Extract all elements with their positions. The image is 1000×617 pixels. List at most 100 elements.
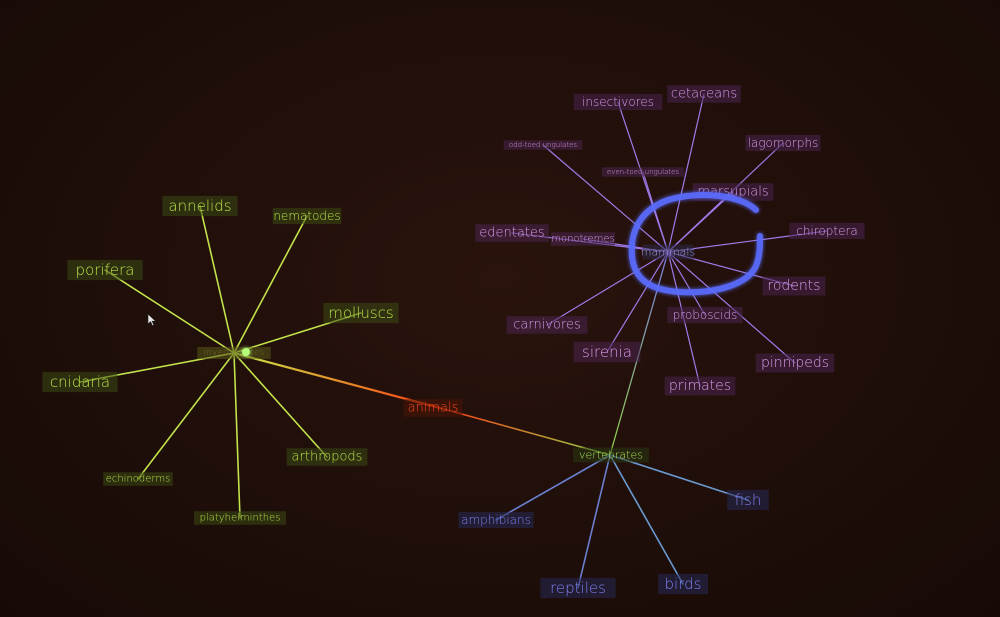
node-insectivores-background (573, 93, 663, 111)
edge-animals-invertebrates (232, 351, 442, 410)
node-chiroptera-background (789, 222, 865, 240)
node-animals[interactable]: animals (403, 399, 463, 417)
node-carnivores-background (506, 316, 588, 334)
node-even-toed-ungulates[interactable]: even-toed ungulates (601, 167, 685, 177)
node-molluscs[interactable]: molluscs (323, 302, 399, 324)
edge-fish (609, 454, 749, 501)
node-porifera-background (67, 259, 143, 281)
edge-reptiles (577, 454, 611, 589)
node-annelids-text: annelids (168, 197, 231, 215)
node-lagomorphs[interactable]: lagomorphs (745, 134, 821, 152)
node-arthropods-text: arthropods (292, 450, 363, 465)
node-amphibians-background (458, 511, 534, 529)
node-arthropods-background (286, 448, 368, 466)
edge-carnivores (546, 251, 669, 326)
graph-nodes: annelids nematodes porifera molluscs cnidari… (42, 85, 865, 599)
node-amphibians-text: amphibians (461, 513, 531, 527)
node-monotremes-background (551, 232, 615, 246)
edge-sirenia (606, 251, 669, 353)
node-echinoderms[interactable]: echinoderms (103, 472, 173, 486)
node-nematodes-text: nematodes (273, 209, 340, 223)
node-echinoderms-background (103, 472, 173, 486)
node-arthropods[interactable]: arthropods (286, 448, 368, 466)
node-pinnipeds-text: pinnipeds (761, 355, 829, 371)
node-odd-toed-ungulates-background (503, 140, 583, 150)
node-platyhelminthes-background (194, 511, 286, 525)
node-molluscs-text: molluscs (328, 304, 394, 322)
node-invertebrates[interactable]: invertebrates (197, 346, 271, 360)
node-cnidaria-background (42, 371, 118, 393)
node-cetaceans[interactable]: cetaceans (667, 85, 741, 103)
node-invertebrates-text: invertebrates (204, 348, 265, 358)
node-platyhelminthes[interactable]: platyhelminthes (194, 511, 286, 525)
node-vertebrates-text: vertebrates (579, 449, 643, 462)
node-sirenia-text: sirenia (582, 343, 632, 361)
edge-porifera (104, 269, 235, 354)
node-pinnipeds-background (755, 353, 835, 373)
edge-amphibians (495, 454, 611, 521)
node-proboscids[interactable]: proboscids (667, 306, 743, 324)
mouse-pointer-icon (147, 313, 157, 326)
node-fish-background (727, 489, 769, 511)
node-even-toed-ungulates-text: even-toed ungulates (607, 168, 680, 176)
node-birds[interactable]: birds (658, 573, 708, 595)
node-reptiles-text: reptiles (550, 579, 606, 597)
node-molluscs-background (323, 302, 399, 324)
selection-dot (242, 348, 250, 356)
node-odd-toed-ungulates[interactable]: odd-toed ungulates (503, 140, 583, 150)
node-fish[interactable]: fish (727, 489, 769, 511)
node-odd-toed-ungulates-text: odd-toed ungulates (509, 141, 577, 149)
node-mammals[interactable]: mammals (641, 244, 695, 260)
edge-even-toed-ungulates (642, 171, 669, 253)
edge-echinoderms (137, 352, 235, 480)
node-vertebrates[interactable]: vertebrates (573, 447, 649, 463)
node-porifera[interactable]: porifera (67, 259, 143, 281)
node-lagomorphs-background (745, 134, 821, 152)
node-carnivores[interactable]: carnivores (506, 316, 588, 334)
node-even-toed-ungulates-background (601, 167, 685, 177)
graph-edges (79, 93, 828, 589)
node-carnivores-text: carnivores (513, 318, 581, 333)
node-cetaceans-text: cetaceans (671, 87, 737, 102)
node-primates-background (664, 376, 736, 396)
edge-animals-vertebrates (439, 407, 611, 456)
node-cnidaria-text: cnidaria (50, 373, 110, 391)
edge-nematodes (233, 215, 308, 354)
node-reptiles[interactable]: reptiles (540, 577, 616, 599)
node-chiroptera[interactable]: chiroptera (789, 222, 865, 240)
node-nematodes-background (272, 207, 342, 225)
node-edentates[interactable]: edentates (475, 224, 549, 242)
node-mammals-background (642, 244, 694, 260)
node-annelids[interactable]: annelids (162, 195, 238, 217)
node-edentates-background (475, 224, 549, 242)
node-birds-text: birds (665, 575, 702, 593)
node-platyhelminthes-text: platyhelminthes (200, 513, 281, 524)
edge-arthropods (233, 352, 328, 458)
node-animals-text: animals (408, 401, 459, 416)
node-rodents[interactable]: rodents (762, 276, 826, 296)
edge-odd-toed-ungulates (542, 144, 669, 253)
node-primates[interactable]: primates (664, 376, 736, 396)
edge-marsupials (667, 191, 734, 253)
edge-platyhelminthes (233, 352, 241, 519)
node-cnidaria[interactable]: cnidaria (42, 371, 118, 393)
node-mammals-text: mammals (641, 246, 695, 259)
node-edentates-text: edentates (479, 226, 544, 241)
node-insectivores-text: insectivores (582, 95, 654, 109)
lasso-selection-stroke (628, 192, 763, 296)
node-porifera-text: porifera (76, 261, 135, 279)
node-pinnipeds[interactable]: pinnipeds (755, 353, 835, 373)
node-sirenia[interactable]: sirenia (573, 341, 641, 363)
node-proboscids-text: proboscids (673, 308, 738, 322)
node-insectivores[interactable]: insectivores (573, 93, 663, 111)
node-fish-text: fish (735, 491, 762, 509)
node-amphibians[interactable]: amphibians (458, 511, 534, 529)
node-monotremes[interactable]: monotremes (551, 232, 615, 246)
edge-annelids (199, 205, 235, 354)
node-animals-background (403, 399, 463, 417)
node-nematodes[interactable]: nematodes (272, 207, 342, 225)
node-cetaceans-background (667, 85, 741, 103)
node-annelids-background (162, 195, 238, 217)
node-reptiles-background (540, 577, 616, 599)
